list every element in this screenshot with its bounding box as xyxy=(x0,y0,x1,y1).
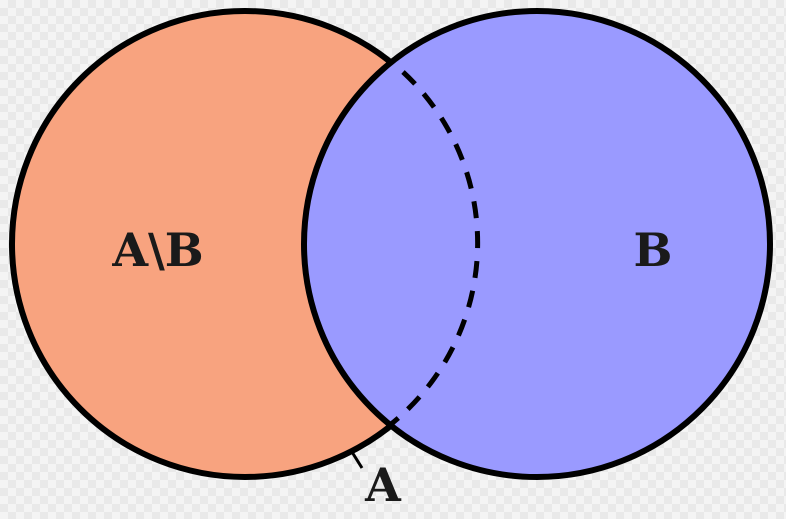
set-a-label: A xyxy=(364,458,402,512)
set-a-leader-line xyxy=(350,451,364,469)
set-b-label: B xyxy=(634,223,673,277)
set-b-circle xyxy=(301,8,773,480)
set-a-hidden-boundary xyxy=(388,70,481,427)
set-difference-label: A\B xyxy=(111,223,203,277)
